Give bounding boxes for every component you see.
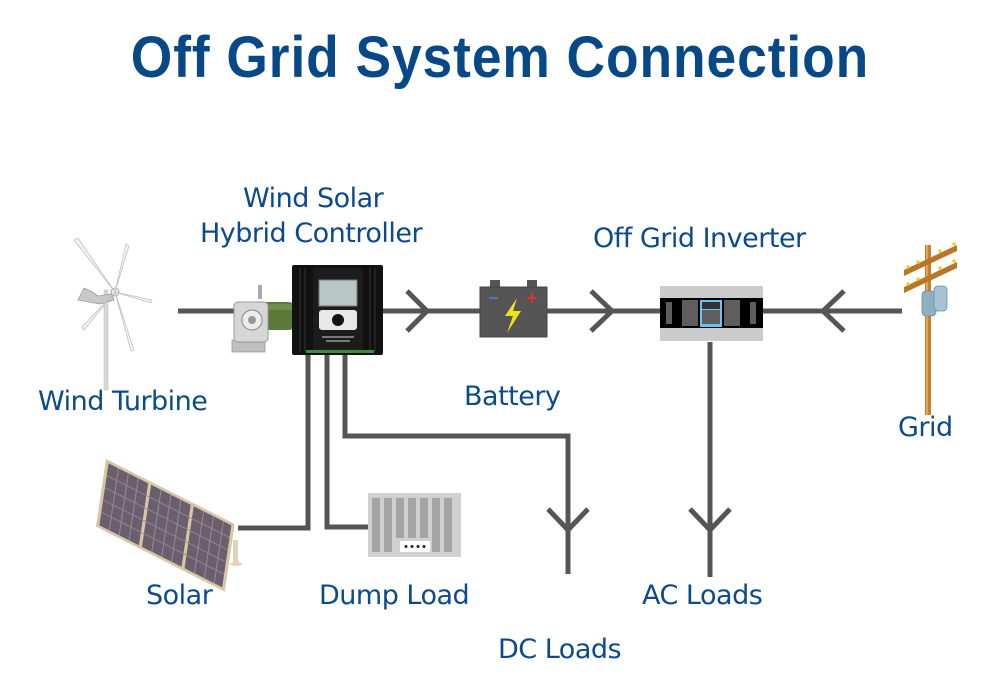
charge-controller-icon <box>292 265 383 355</box>
inverter-label: Off Grid Inverter <box>593 223 806 254</box>
battery-icon <box>479 280 548 338</box>
ac-loads-label: AC Loads <box>642 580 763 611</box>
battery-label: Battery <box>464 381 561 412</box>
wire-controller-dumpload <box>324 352 370 530</box>
wire-controller-dcloads <box>342 352 571 574</box>
utility-pole-icon <box>904 242 957 415</box>
controller-label-line1: Wind Solar <box>243 183 384 214</box>
arrows <box>405 289 846 534</box>
wind-turbine-icon <box>73 237 153 391</box>
dump-load-resistor-icon <box>368 493 461 557</box>
grid-label: Grid <box>898 412 953 443</box>
inverter-icon <box>660 286 763 341</box>
wire-solar-controller <box>238 352 311 531</box>
dump-load-label: Dump Load <box>319 580 470 611</box>
controller-label-line2: Hybrid Controller <box>200 218 423 249</box>
arrow-to-inverter <box>589 289 616 333</box>
resistor-icon <box>231 285 298 353</box>
arrow-from-grid <box>819 289 846 333</box>
dc-loads-label: DC Loads <box>498 634 622 665</box>
solar-panel-icon <box>95 459 242 592</box>
wires <box>178 308 902 577</box>
arrow-to-acloads <box>688 507 732 534</box>
arrow-to-battery <box>405 289 431 333</box>
arrow-to-dcloads <box>546 507 590 534</box>
diagram-title: Off Grid System Connection <box>130 25 870 90</box>
wind-turbine-label: Wind Turbine <box>38 386 208 417</box>
solar-label: Solar <box>146 580 213 611</box>
